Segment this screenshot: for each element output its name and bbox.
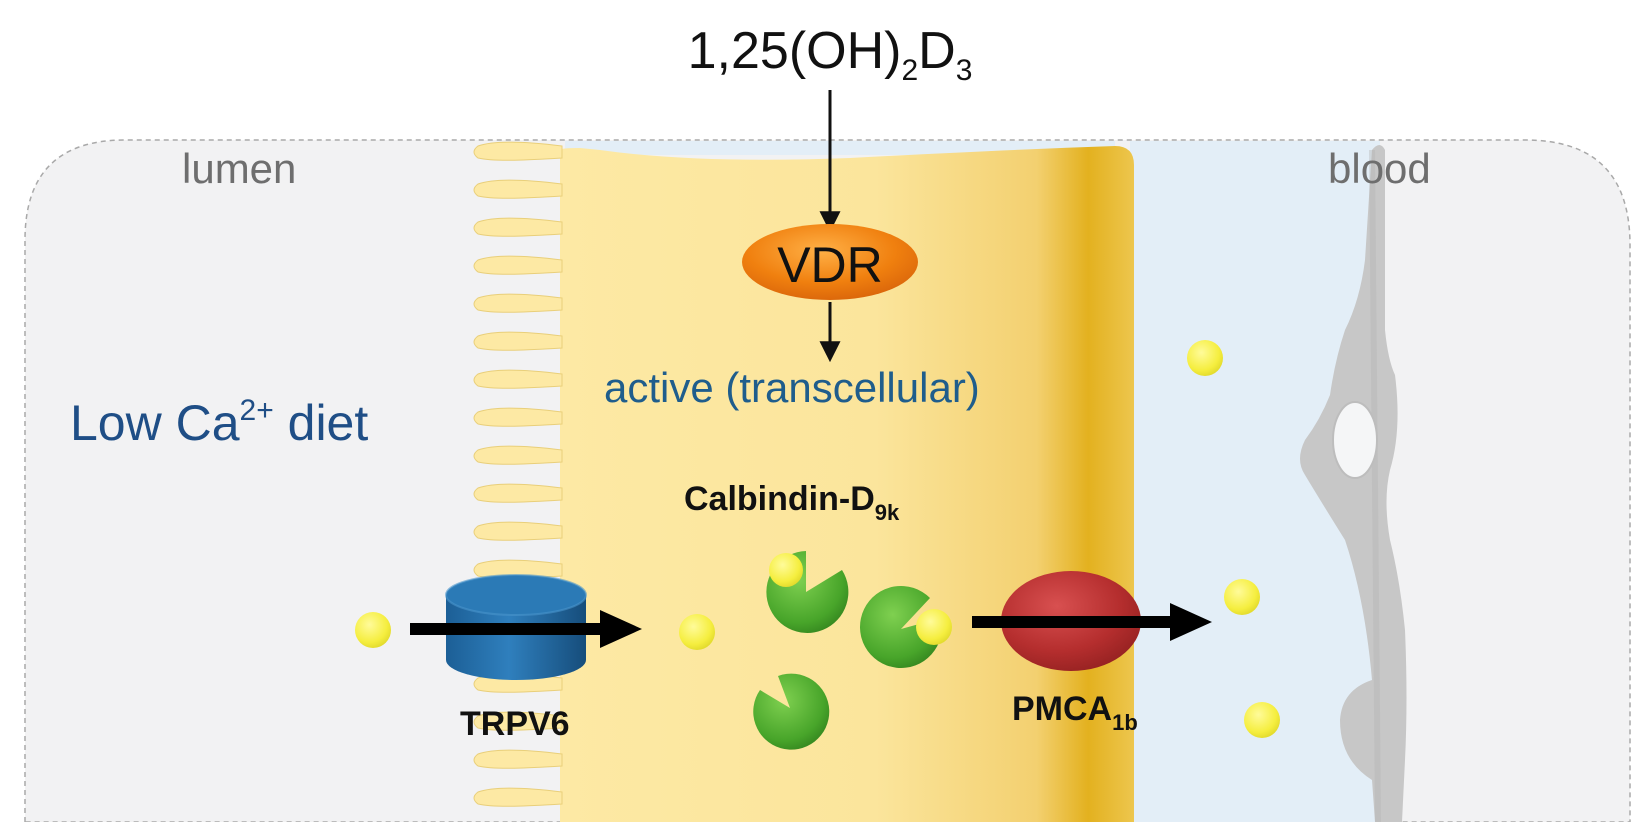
microvillus [473, 331, 563, 351]
calcium-ion-interstitial-3 [1244, 702, 1280, 738]
capillary-wall-edge [1369, 149, 1381, 822]
vdr-label: VDR [777, 237, 883, 293]
microvillus [473, 521, 563, 541]
lumen-label: lumen [182, 145, 296, 192]
calcium-ion-lumen [355, 612, 391, 648]
pmca-label: PMCA1b [1012, 690, 1138, 735]
trpv6-label: TRPV6 [460, 705, 570, 743]
calcium-ion-bound-1 [769, 553, 803, 587]
microvillus [473, 369, 563, 389]
microvillus [473, 445, 563, 465]
calcium-ion-cytoplasm [679, 614, 715, 650]
microvillus [473, 787, 563, 807]
calbindin-protein-3 [753, 673, 830, 750]
calcium-ion-interstitial-2 [1224, 579, 1260, 615]
blood-label: blood [1328, 145, 1431, 192]
hormone-label: 1,25(OH)2D3 [688, 22, 973, 87]
calbindin-protein-2 [859, 585, 942, 668]
microvillus [473, 407, 563, 427]
endothelial-nucleus [1332, 401, 1378, 479]
calcium-ion-interstitial-1 [1187, 340, 1223, 376]
microvillus [473, 293, 563, 313]
microvillus [473, 255, 563, 275]
microvillus [473, 217, 563, 237]
efflux-arrow [972, 603, 1212, 641]
capillary-wall [1300, 145, 1407, 822]
calcium-ion-bound-2 [916, 609, 952, 645]
microvillus [473, 711, 563, 731]
interstitial-top [565, 141, 1115, 155]
enterocyte-cell [560, 146, 1134, 822]
vdr-receptor [742, 224, 918, 300]
trpv6-channel [445, 574, 587, 680]
diet-condition-label: Low Ca2+ diet [70, 394, 368, 451]
microvillus [473, 179, 563, 199]
pathway-label: active (transcellular) [604, 364, 980, 411]
microvillus [473, 749, 563, 769]
influx-arrow [410, 610, 642, 648]
calbindin-label: Calbindin-D9k [684, 480, 900, 525]
microvillus [473, 483, 563, 503]
microvillus [473, 141, 563, 161]
